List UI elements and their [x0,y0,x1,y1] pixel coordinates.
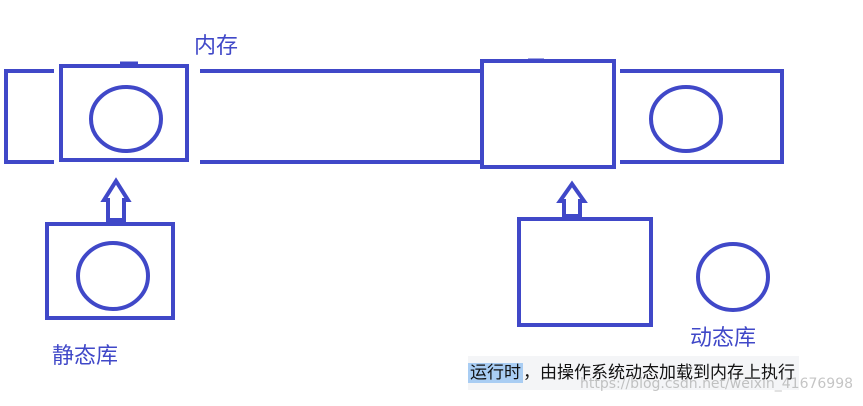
memory-label: 内存 [194,34,239,59]
memory-strip-right-section [620,69,784,164]
static-load-arrow [100,177,132,222]
static-lib-memory-box [59,64,189,162]
dynamic-lib-box [517,217,653,327]
dynamic-lib-label: 动态库 [690,326,757,351]
dynamic-load-arrow [556,180,588,218]
dynamic-lib-memory-circle [649,85,723,153]
static-lib-memory-circle [89,85,163,153]
dynamic-lib-memory-box [480,59,616,169]
caption-text: ，由操作系统动态加载到内存上执行 [523,363,795,383]
caption: 运行时，由操作系统动态加载到内存上执行 [468,356,799,390]
caption-highlight: 运行时 [468,363,523,383]
static-lib-label: 静态库 [52,344,119,369]
static-lib-circle [76,241,150,311]
static-lib-box [45,222,175,320]
memory-strip-left-cap [4,69,54,164]
watermark: https://blog.csdn.net/weixin_41676998 [580,376,854,392]
dynamic-lib-circle [696,242,770,312]
